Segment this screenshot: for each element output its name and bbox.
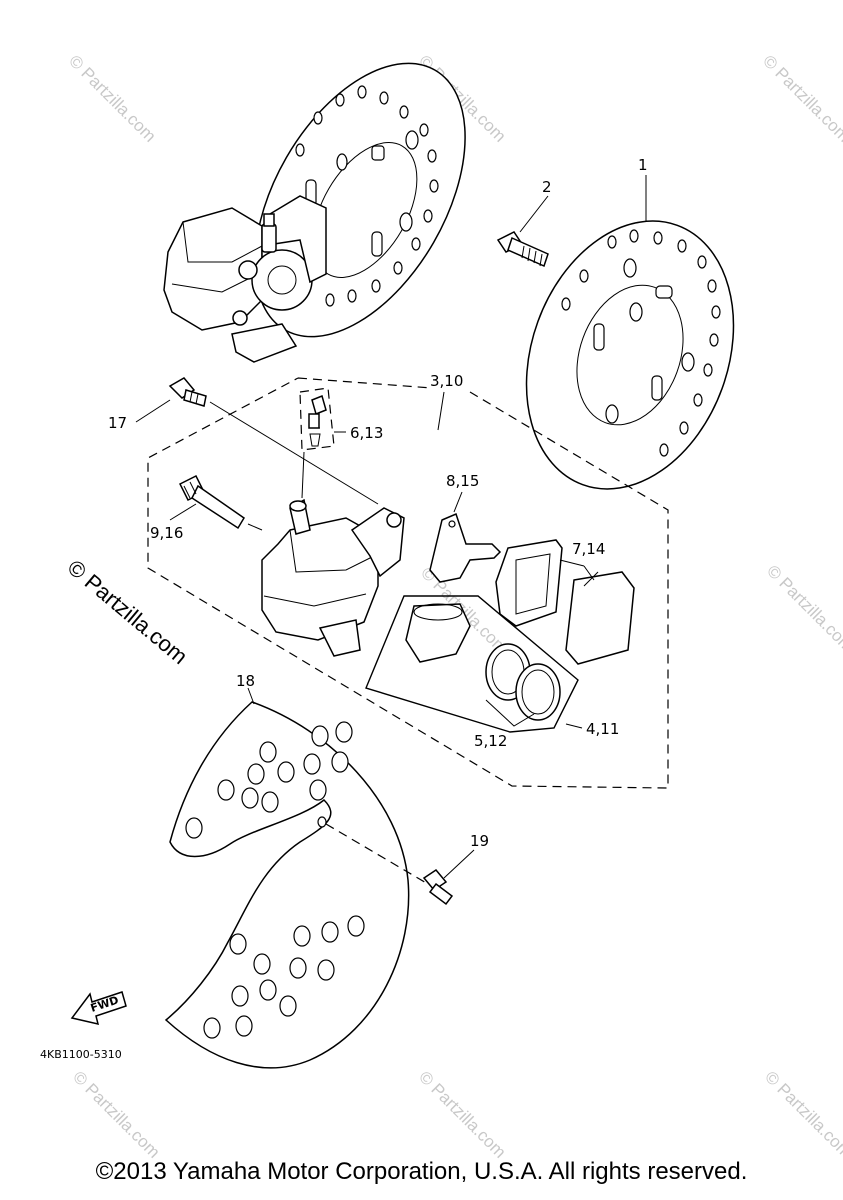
watermark-large: © Partzilla.com	[63, 555, 193, 669]
assembled-brake-disc	[254, 62, 466, 338]
callout-1: 1	[638, 156, 648, 174]
diagram-code: 4KB1100-5310	[40, 1048, 122, 1061]
disc-1-holes	[561, 229, 721, 457]
watermark-mid-right: © Partzilla.com	[763, 561, 843, 655]
part-7-14-brake-pads	[495, 539, 635, 665]
callout-2: 2	[542, 178, 552, 196]
watermark-bottom-left: © Partzilla.com	[69, 1067, 163, 1161]
watermark-top-right: © Partzilla.com	[759, 51, 843, 145]
part-17-bolt	[135, 377, 379, 505]
copyright-notice: ©2013 Yamaha Motor Corporation, U.S.A. A…	[95, 1158, 748, 1185]
callout-8-15: 8,15	[446, 472, 479, 490]
callout-3-10: 3,10	[430, 372, 463, 390]
part-6-13-bleeder	[308, 394, 346, 447]
piston-group-outline	[365, 595, 579, 733]
part-4-11-piston	[405, 603, 471, 663]
callout-labels: 1 2 3,10 17 6,13 8,15 9,16 7,14 18 4,11 …	[40, 156, 648, 1061]
watermark-bottom-center: © Partzilla.com	[415, 1067, 509, 1161]
exploded-caliper-body	[261, 451, 405, 657]
callout-9-16: 9,16	[150, 524, 183, 542]
watermark-bottom-right: © Partzilla.com	[761, 1067, 843, 1161]
part-8-15-bracket	[429, 491, 502, 583]
bleeder-group-outline	[299, 387, 335, 451]
callout-19: 19	[470, 832, 489, 850]
part-1-brake-disc	[525, 175, 735, 490]
callout-18: 18	[236, 672, 255, 690]
assembled-brake-caliper	[163, 195, 327, 363]
callout-5-12: 5,12	[474, 732, 507, 750]
callout-7-14: 7,14	[572, 540, 605, 558]
disc-holes	[295, 85, 439, 307]
part-2-bolt	[496, 195, 549, 268]
assembly-outline-3-10	[147, 377, 669, 789]
part-9-16-pin	[169, 474, 263, 531]
callout-4-11: 4,11	[586, 720, 619, 738]
part-5-12-seals	[485, 643, 583, 729]
watermark-top-left: © Partzilla.com	[65, 51, 159, 145]
guard-holes	[185, 721, 365, 1039]
callout-17: 17	[108, 414, 127, 432]
callout-6-13: 6,13	[350, 424, 383, 442]
part-19-bolt	[325, 823, 475, 906]
part-18-disc-guard	[164, 687, 410, 1069]
fwd-arrow-icon: FWD	[70, 991, 127, 1026]
